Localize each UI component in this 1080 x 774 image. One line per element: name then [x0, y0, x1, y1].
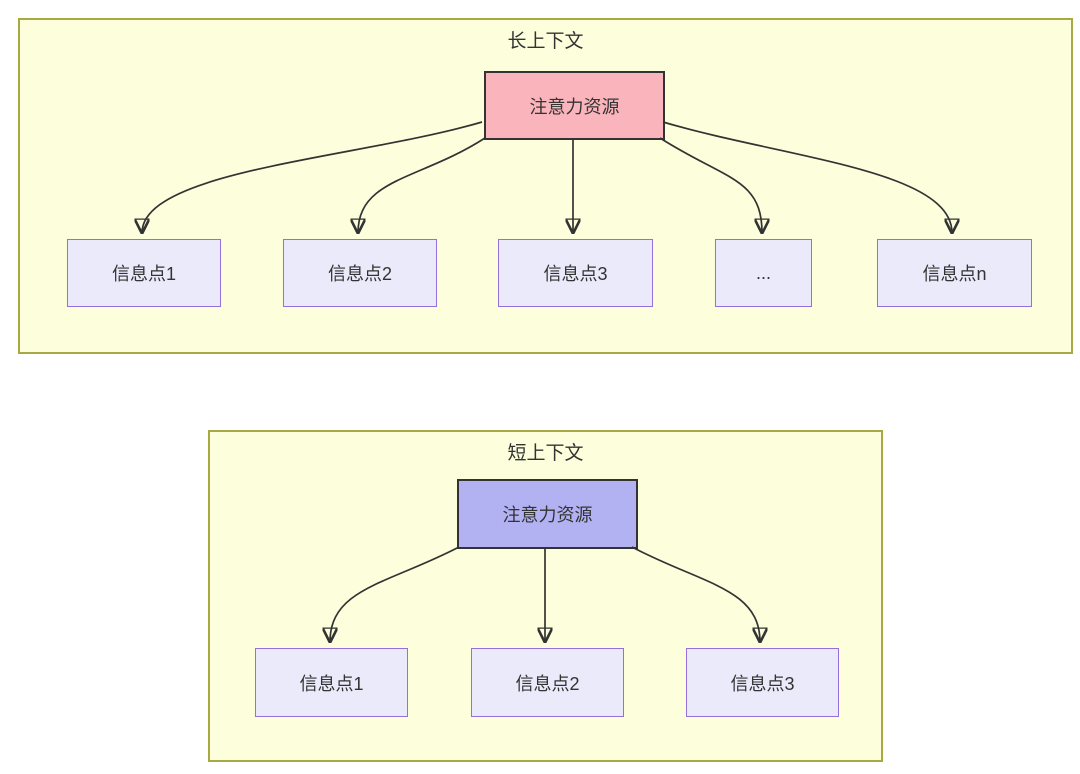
node-label: 注意力资源: [529, 96, 620, 117]
node-attention-resource-short: 注意力资源: [457, 479, 638, 549]
node-label: 信息点2: [515, 673, 580, 694]
node-label: 信息点1: [111, 264, 176, 284]
node-info-point-3-short: 信息点3: [686, 648, 839, 717]
node-label: 信息点3: [543, 264, 608, 284]
node-info-point-2-short: 信息点2: [471, 648, 624, 717]
node-attention-resource-long: 注意力资源: [484, 71, 665, 140]
subgraph-long-context: 长上下文 注意力资源 信息点1 信息点2 信息点3 ... 信息点n: [18, 18, 1073, 354]
node-info-point-1-short: 信息点1: [255, 648, 408, 717]
node-label: 信息点2: [327, 264, 392, 284]
node-info-point-3-long: 信息点3: [498, 239, 653, 307]
subgraph-long-context-title: 长上下文: [507, 31, 584, 52]
node-label: 信息点3: [730, 673, 795, 694]
node-info-point-1-long: 信息点1: [67, 239, 221, 307]
subgraph-short-context: 短上下文 注意力资源 信息点1 信息点2 信息点3: [208, 430, 883, 762]
node-info-point-2-long: 信息点2: [283, 239, 437, 307]
subgraph-short-context-title: 短上下文: [507, 443, 584, 464]
node-label: ...: [755, 262, 771, 283]
node-label: 信息点1: [299, 673, 364, 694]
node-info-point-ellipsis-long: ...: [715, 239, 812, 307]
node-info-point-n-long: 信息点n: [877, 239, 1032, 307]
node-label: 信息点n: [922, 264, 987, 284]
node-label: 注意力资源: [502, 505, 593, 525]
